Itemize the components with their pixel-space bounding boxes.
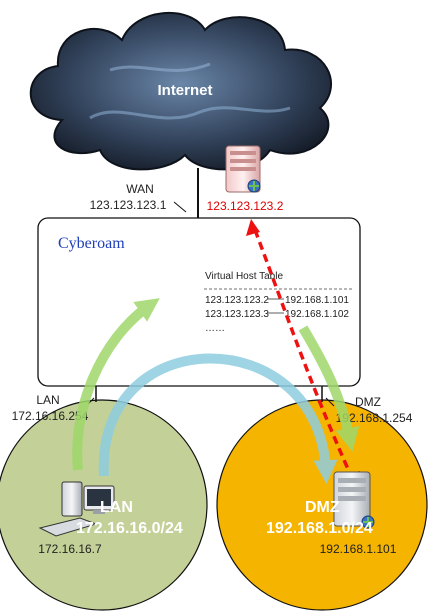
port-forward-arrow [253, 229, 354, 479]
dmz-inbound-arrow [298, 325, 360, 452]
lan-zone-name: LAN [100, 499, 133, 516]
dmz-zone-name: DMZ [305, 499, 340, 516]
vht-more: …… [205, 323, 225, 334]
lan-host-ip: 172.16.16.7 [38, 542, 102, 556]
lan-outbound-arrow [72, 298, 160, 471]
wan-leader [173, 201, 187, 213]
dmz-subnet: 192.168.1.0/24 [266, 520, 373, 537]
lan-to-dmz-arrow [98, 353, 338, 484]
internet-label: Internet [157, 82, 212, 99]
vht-row2-public: 123.123.123.3 [205, 309, 269, 320]
dmz-ip: 192.168.1.254 [336, 411, 413, 425]
dmz-server-icon [333, 471, 375, 529]
vht-row2-private: 192.168.1.102 [285, 309, 349, 320]
internet-cloud [29, 11, 332, 171]
dmz-label: DMZ [355, 395, 381, 409]
lan-subnet: 172.16.16.0/24 [76, 520, 183, 537]
port-forward-arrowhead-top [246, 219, 260, 236]
lan-label: LAN [36, 393, 59, 407]
dmz-host-ip: 192.168.1.101 [320, 542, 397, 556]
cyberoam-label: Cyberoam [58, 235, 125, 252]
wan-label: WAN [126, 182, 154, 196]
client-pc-icon [38, 481, 115, 537]
wan-ip: 123.123.123.1 [90, 198, 167, 212]
vht-row1-private: 192.168.1.101 [285, 295, 349, 306]
wan-public-ip: 123.123.123.2 [207, 199, 284, 213]
virtual-host-table: Virtual Host Table 123.123.123.2 192.168… [204, 271, 352, 334]
cyberoam-box [37, 217, 361, 387]
lan-ip: 172.16.16.254 [12, 409, 89, 423]
vht-title: Virtual Host Table [205, 271, 283, 282]
vht-row1-public: 123.123.123.2 [205, 295, 269, 306]
dmz-leader [325, 397, 335, 407]
public-server-icon [225, 145, 261, 193]
